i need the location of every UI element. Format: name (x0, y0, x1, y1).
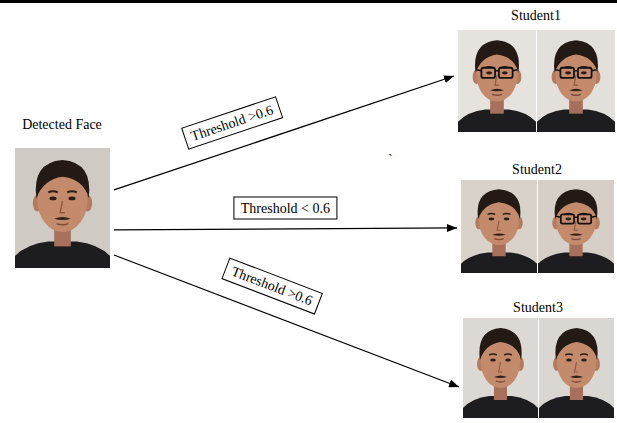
threshold-label: Threshold >0.6 (222, 257, 323, 314)
top-rule (0, 0, 617, 3)
match-arrow (114, 228, 457, 230)
photo-ground (463, 318, 538, 418)
photo-ground (537, 30, 615, 132)
detected-photo (15, 148, 110, 268)
photo-node: Student2 (457, 162, 617, 274)
face (461, 189, 537, 273)
student1-photos (458, 30, 615, 132)
match-arrow (114, 76, 454, 190)
face (15, 160, 110, 268)
node-heading: Detected Face (10, 117, 114, 133)
photo-node: Student1 (454, 8, 617, 133)
glasses (477, 68, 518, 78)
photo-ground (538, 180, 614, 273)
face (539, 328, 614, 418)
photo-node: Detected Face (10, 117, 114, 269)
glasses (556, 214, 596, 223)
face (458, 40, 536, 132)
photo-ground (15, 148, 110, 268)
node-heading: Student2 (457, 162, 617, 178)
photo-ground (458, 30, 536, 132)
match-arrow (114, 255, 459, 387)
photo-ground (461, 180, 537, 273)
node-heading: Student1 (454, 8, 617, 24)
face (463, 328, 538, 418)
face (538, 189, 614, 273)
photo-ground (539, 318, 614, 418)
student3-photos (463, 318, 614, 418)
node-heading: Student3 (459, 300, 617, 316)
face (537, 40, 615, 132)
stray-mark: ` (388, 152, 393, 168)
photo-node: Student3 (459, 300, 617, 421)
threshold-label: Threshold >0.6 (181, 96, 283, 149)
glasses (556, 68, 597, 78)
student2-photos (461, 180, 614, 273)
threshold-label: Threshold < 0.6 (234, 196, 337, 219)
